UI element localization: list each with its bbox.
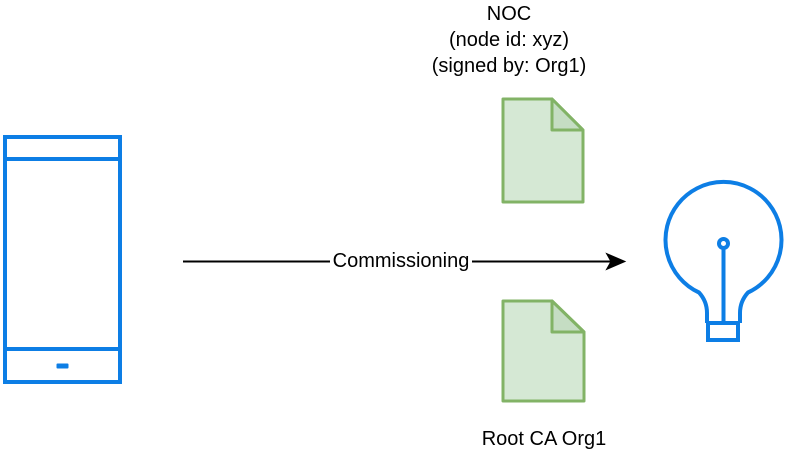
commissioning-arrow-label: Commissioning [301, 248, 501, 274]
noc-certificate-icon [501, 97, 585, 204]
root-ca-certificate-icon [501, 299, 586, 403]
noc-label-title: NOC [486, 3, 532, 25]
noc-label-signed-by: (signed by: Org1) [431, 55, 587, 77]
noc-label: NOC (node id: xyz) (signed by: Org1) [359, 1, 659, 79]
lightbulb-icon [663, 179, 784, 342]
noc-label-node-id: (node id: xyz) [448, 29, 570, 51]
smartphone-icon [3, 135, 122, 384]
root-ca-label: Root CA Org1 [481, 428, 607, 450]
commissioning-arrow-label-text: Commissioning [329, 250, 473, 272]
